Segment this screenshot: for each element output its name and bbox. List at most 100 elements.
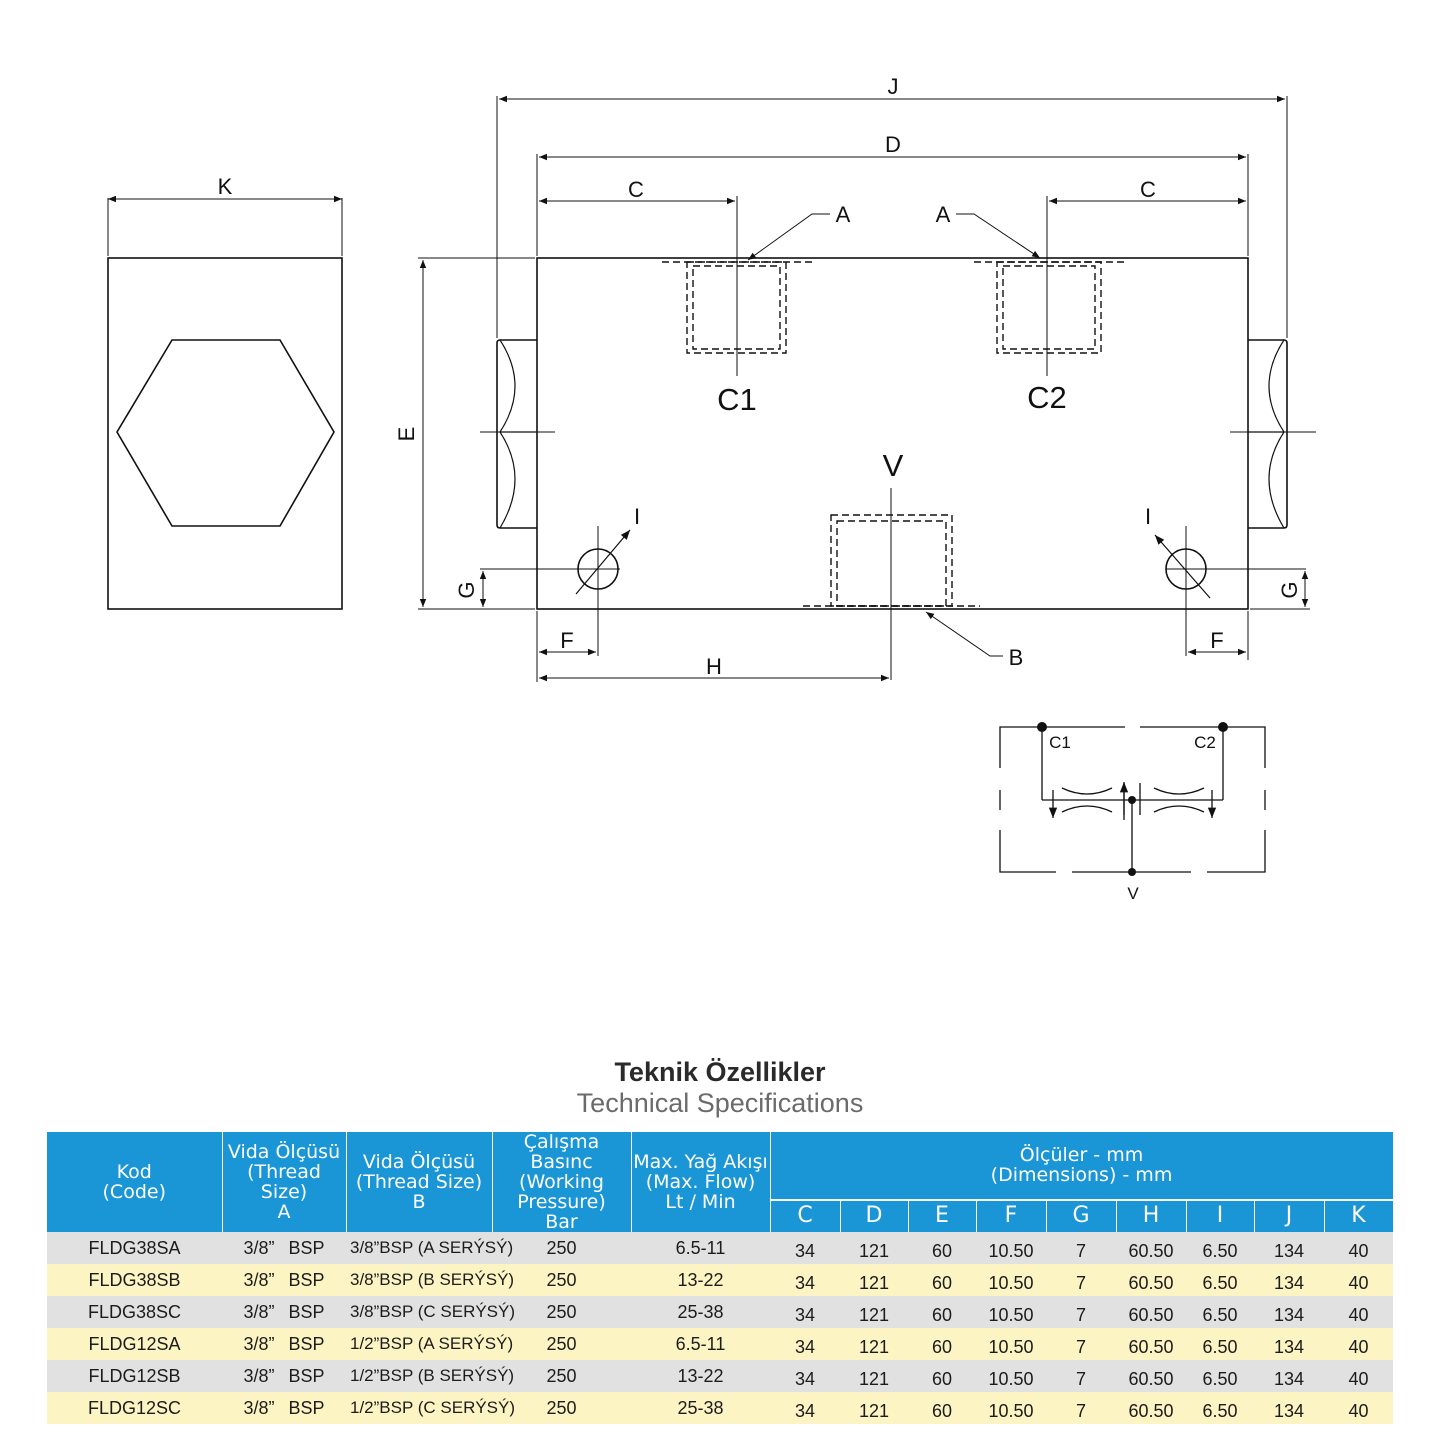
cell-thread-b: 1/2”BSP (C SERÝSÝ) [346,1392,515,1424]
thread-a-size: 3/8” [243,1237,275,1258]
cell-dim-g: 7 [1046,1328,1116,1360]
side-view [107,195,343,610]
spec-table: Kod(Code) Vida Ölçüsü(Thread Size)A Vida… [47,1132,1394,1424]
cell-dim-c: 34 [770,1232,840,1264]
hydraulic-schematic [999,726,1266,873]
cell-dim-k: 40 [1324,1328,1393,1360]
label-port-v: V [883,448,904,483]
cell-dim-e: 60 [908,1296,976,1328]
hidden-ports [662,261,1124,607]
cell-dim-h: 60.50 [1116,1392,1186,1424]
cell-code: FLDG38SC [47,1296,222,1328]
cell-dim-e: 60 [908,1392,976,1424]
label-f-left: F [560,628,573,653]
cell-pressure: 250 [492,1328,631,1360]
header-dim-f: F [976,1198,1047,1232]
label-j: J [888,74,899,99]
cell-dim-d: 121 [840,1264,908,1296]
cell-dim-f: 10.50 [976,1296,1046,1328]
header-dim-e: E [908,1198,977,1232]
cell-dim-j: 134 [1254,1328,1324,1360]
schematic-label-c2: C2 [1194,733,1216,752]
cell-dim-k: 40 [1324,1392,1393,1424]
cell-dim-h: 60.50 [1116,1328,1186,1360]
header-dim-i: I [1186,1198,1255,1232]
cell-code: FLDG12SC [47,1392,222,1424]
cell-dim-e: 60 [908,1328,976,1360]
header-thread-b: Vida Ölçüsü(Thread Size)B [346,1132,493,1232]
cell-dim-d: 121 [840,1296,908,1328]
label-f-right: F [1210,628,1223,653]
cell-dim-d: 121 [840,1328,908,1360]
cell-dim-h: 60.50 [1116,1360,1186,1392]
label-i-left: I [634,504,640,529]
cell-flow: 6.5-11 [631,1232,770,1264]
schematic-dots [1037,722,1228,876]
title-turkish: Teknik Özellikler [614,1057,826,1087]
cell-dim-f: 10.50 [976,1232,1046,1264]
cell-code: FLDG38SB [47,1264,222,1296]
cell-dim-f: 10.50 [976,1264,1046,1296]
label-a-left: A [836,202,851,227]
cell-dim-e: 60 [908,1360,976,1392]
cell-code: FLDG12SB [47,1360,222,1392]
cell-pressure: 250 [492,1296,631,1328]
header-dim-g: G [1046,1198,1117,1232]
cell-code: FLDG38SA [47,1232,222,1264]
label-c-right: C [1140,177,1156,202]
cell-dim-e: 60 [908,1232,976,1264]
cell-thread-b: 1/2”BSP (B SERÝSÝ) [346,1360,514,1392]
header-thread-a: Vida Ölçüsü(Thread Size)A [222,1132,347,1232]
label-k: K [218,174,233,199]
cell-flow: 13-22 [631,1264,770,1296]
dimension-lines [418,95,1310,682]
front-view-body [480,257,1316,610]
cell-dim-f: 10.50 [976,1392,1046,1424]
header-dim-k: K [1324,1198,1394,1232]
schematic-label-v: V [1127,884,1139,903]
header-dim-h: H [1116,1198,1187,1232]
cell-thread-a: 3/8”BSP [222,1296,346,1328]
cell-dim-e: 60 [908,1264,976,1296]
cell-dim-f: 10.50 [976,1328,1046,1360]
thread-a-size: 3/8” [243,1301,275,1322]
cell-thread-b: 3/8”BSP (B SERÝSÝ) [346,1264,514,1296]
mounting-holes [480,526,1306,656]
schematic-label-c1: C1 [1049,733,1071,752]
cell-pressure: 250 [492,1232,631,1264]
cell-dim-i: 6.50 [1186,1232,1254,1264]
cell-dim-d: 121 [840,1392,908,1424]
cell-dim-i: 6.50 [1186,1296,1254,1328]
header-code: Kod(Code) [47,1132,223,1232]
cell-pressure: 250 [492,1264,631,1296]
thread-a-unit: BSP [288,1365,325,1386]
label-b: B [1009,645,1024,670]
cell-thread-a: 3/8” BSP [222,1360,346,1392]
cell-thread-b: 3/8”BSP (A SERÝSÝ) [346,1232,513,1264]
cell-pressure: 250 [492,1392,631,1424]
cell-dim-k: 40 [1324,1296,1393,1328]
cell-code: FLDG12SA [47,1328,222,1360]
cell-dim-c: 34 [770,1296,840,1328]
header-dimensions: Ölçüler - mm(Dimensions) - mm [770,1132,1394,1200]
thread-a-size: 3/8” [243,1365,275,1386]
cell-thread-a: 3/8” BSP [222,1232,346,1264]
cell-flow: 6.5-11 [631,1328,770,1360]
cell-thread-a: 3/8”BSP [222,1392,346,1424]
cell-dim-c: 34 [770,1264,840,1296]
label-port-c1: C1 [717,382,757,417]
label-d: D [885,132,901,157]
label-c-left: C [628,177,644,202]
cell-thread-b: 3/8”BSP (C SERÝSÝ) [346,1296,515,1328]
cell-dim-c: 34 [770,1392,840,1424]
cell-pressure: 250 [492,1360,631,1392]
cell-dim-g: 7 [1046,1232,1116,1264]
thread-a-unit: BSP [288,1237,325,1258]
cell-dim-h: 60.50 [1116,1232,1186,1264]
cell-dim-i: 6.50 [1186,1360,1254,1392]
thread-a-unit: BSP [288,1397,325,1418]
